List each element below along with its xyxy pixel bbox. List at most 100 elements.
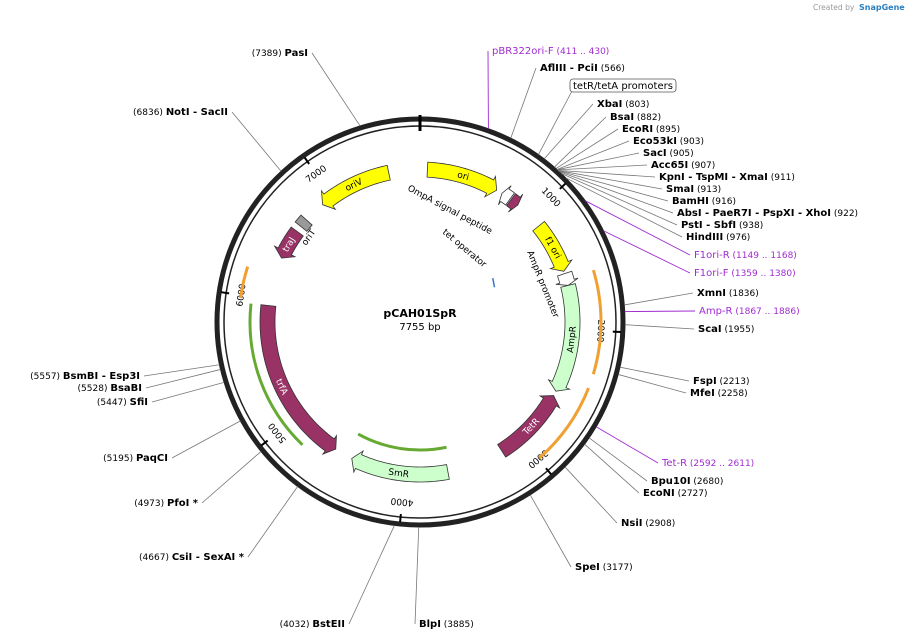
plasmid-name: pCAH01SpR	[383, 307, 457, 320]
feature-tetr	[497, 395, 561, 458]
site-label: (5447) SfiI	[97, 397, 148, 408]
primer-arc	[538, 387, 590, 460]
tick-label: 4000	[390, 495, 414, 507]
tick-mark	[399, 513, 402, 523]
tick-mark	[545, 467, 552, 475]
primer-arc	[248, 303, 304, 446]
site-leader	[145, 369, 221, 389]
tick-mark	[260, 439, 269, 447]
site-label: BamHI (916)	[672, 196, 736, 207]
feature-ampr-promoter	[555, 270, 579, 286]
feature-ompa-signal-peptide	[498, 185, 516, 206]
site-label: FspI (2213)	[693, 376, 749, 387]
site-label: EcoNI (2727)	[643, 488, 708, 499]
site-leader	[565, 177, 683, 238]
site-leader	[201, 451, 262, 504]
site-leader	[588, 437, 648, 482]
site-label: AflIII - PciI (566)	[540, 63, 625, 74]
site-label: (5557) BsmBI - Esp3I	[30, 371, 140, 382]
feature-trfa	[259, 304, 337, 456]
site-label: NsiI (2908)	[621, 518, 675, 529]
site-label: AbsI - PaeR7I - PspXI - XhoI (922)	[677, 208, 858, 219]
feature-ori	[426, 161, 498, 198]
feature-unnamed	[506, 193, 524, 213]
site-label: MfeI (2258)	[690, 388, 748, 399]
plasmid-length: 7755 bp	[399, 322, 440, 333]
site-leader	[554, 116, 607, 168]
site-label: (4973) PfoI *	[134, 498, 199, 509]
primer-leader	[595, 426, 659, 464]
site-leader	[348, 525, 395, 625]
site-leader	[143, 364, 220, 377]
primer-label: F1ori-R (1149 .. 1168)	[694, 250, 797, 261]
primer-arc	[239, 266, 250, 299]
site-label: (4667) CsiI - SexAI *	[139, 552, 245, 563]
tick-mark	[303, 156, 310, 165]
feature-orit	[294, 214, 313, 232]
tick-label: 1000	[539, 186, 562, 210]
site-label: (5528) BsaBI	[78, 383, 142, 394]
site-leader	[510, 67, 537, 139]
site-leader	[559, 171, 674, 214]
site-leader-lines	[143, 50, 696, 625]
site-leader	[557, 169, 656, 178]
site-leader	[543, 103, 594, 160]
snapgene-logo-text: SnapGene	[859, 3, 905, 12]
primer-leader	[585, 200, 691, 256]
site-leader	[414, 526, 420, 625]
site-leader	[556, 140, 630, 170]
site-label: XmnI (1836)	[697, 288, 759, 299]
feature-ampr	[547, 283, 581, 392]
promoter-leader	[538, 90, 573, 155]
site-label: (7389) PasI	[252, 48, 308, 59]
feature-oriv	[321, 164, 391, 211]
site-leader	[555, 128, 619, 169]
credit-text: Created by	[813, 3, 855, 12]
site-leader	[564, 466, 618, 524]
tick-mark	[221, 291, 230, 295]
site-leader	[558, 170, 669, 202]
tick-mark	[559, 182, 567, 190]
primer-leader	[624, 310, 696, 313]
primer-label: pBR322ori-F (411 .. 430)	[492, 46, 609, 57]
primer-leader	[603, 230, 691, 274]
site-label: ScaI (1955)	[698, 324, 754, 335]
primer-arc	[591, 269, 603, 375]
site-leader	[151, 382, 225, 403]
site-label: (4032) BstEII	[280, 619, 345, 630]
site-leader	[624, 324, 695, 330]
site-leader	[558, 170, 663, 190]
site-leader	[311, 52, 361, 127]
site-leader	[561, 173, 678, 226]
site-leader	[247, 486, 298, 558]
site-label: SmaI (913)	[666, 184, 721, 195]
site-label: HindIII (976)	[686, 232, 750, 243]
feature-label: ori	[456, 170, 470, 183]
primer-label: Amp-R (1867 .. 1886)	[699, 306, 800, 317]
site-label: EcoRI (895)	[622, 124, 680, 135]
site-label: (5195) PaqCI	[103, 453, 168, 464]
feature-f1-ori	[532, 220, 573, 272]
site-label: Acc65I (907)	[651, 160, 715, 171]
site-leader	[624, 292, 694, 306]
site-leader	[171, 420, 241, 459]
site-label: XbaI (803)	[597, 99, 649, 110]
primer-label: Tet-R (2592 .. 2611)	[661, 458, 754, 469]
feature-traj	[273, 226, 304, 259]
site-leader	[618, 374, 687, 394]
feature-text-label: oriT	[300, 227, 318, 247]
site-label: BlpI (3885)	[419, 619, 474, 630]
site-label: Bpu10I (2680)	[651, 476, 723, 487]
site-label: (6836) NotI - SacII	[133, 107, 228, 118]
primer-arc	[357, 432, 447, 452]
site-label: SacI (905)	[643, 148, 694, 159]
site-label: PstI - SbfI (938)	[681, 220, 763, 231]
site-label: BsaI (882)	[610, 112, 661, 123]
site-leader	[529, 494, 572, 568]
site-label: SpeI (3177)	[575, 562, 633, 573]
primer-label: F1ori-F (1359 .. 1380)	[694, 268, 796, 279]
feature-label: AmpR	[566, 326, 579, 354]
